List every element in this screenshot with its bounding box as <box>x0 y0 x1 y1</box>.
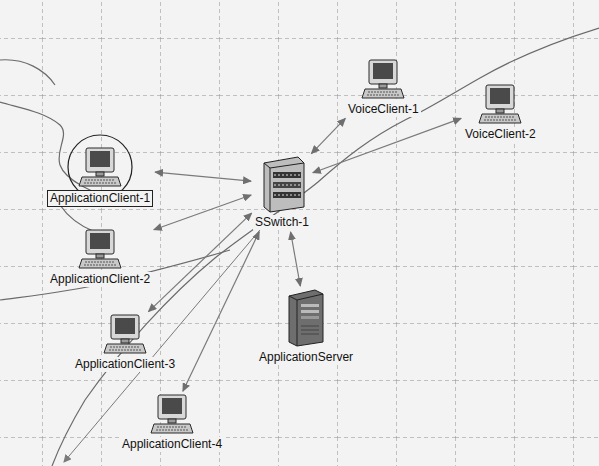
link-connector <box>154 195 251 230</box>
switch-node: SSwitch-1 <box>253 155 311 230</box>
switch-icon <box>258 155 306 213</box>
workstation-node: ApplicationClient-1 <box>47 146 153 207</box>
workstation-node: VoiceClient-1 <box>346 58 421 117</box>
link-connector <box>155 172 251 181</box>
link-connector <box>291 232 301 286</box>
node-label: ApplicationClient-2 <box>48 272 152 287</box>
server-node: ApplicationServer <box>257 288 355 365</box>
node-label: ApplicationClient-4 <box>120 437 224 452</box>
computer-icon <box>78 146 122 188</box>
node-label: ApplicationClient-1 <box>47 190 153 207</box>
computer-icon <box>478 83 522 125</box>
workstation-node: ApplicationClient-3 <box>73 313 177 372</box>
node-label: VoiceClient-1 <box>346 102 421 117</box>
computer-icon <box>150 393 194 435</box>
workstation-node: ApplicationClient-4 <box>120 393 224 452</box>
link-connector <box>311 118 345 153</box>
computer-icon <box>361 58 405 100</box>
link-connector <box>183 232 259 391</box>
workstation-node: ApplicationClient-2 <box>48 228 152 287</box>
node-label: VoiceClient-2 <box>463 127 538 142</box>
node-label: ApplicationServer <box>257 350 355 365</box>
node-label: SSwitch-1 <box>253 215 311 230</box>
node-label: ApplicationClient-3 <box>73 357 177 372</box>
computer-icon <box>78 228 122 270</box>
workstation-node: VoiceClient-2 <box>463 83 538 142</box>
link-connector <box>313 118 461 172</box>
server-icon <box>285 288 327 348</box>
computer-icon <box>103 313 147 355</box>
link-connector <box>149 213 252 312</box>
